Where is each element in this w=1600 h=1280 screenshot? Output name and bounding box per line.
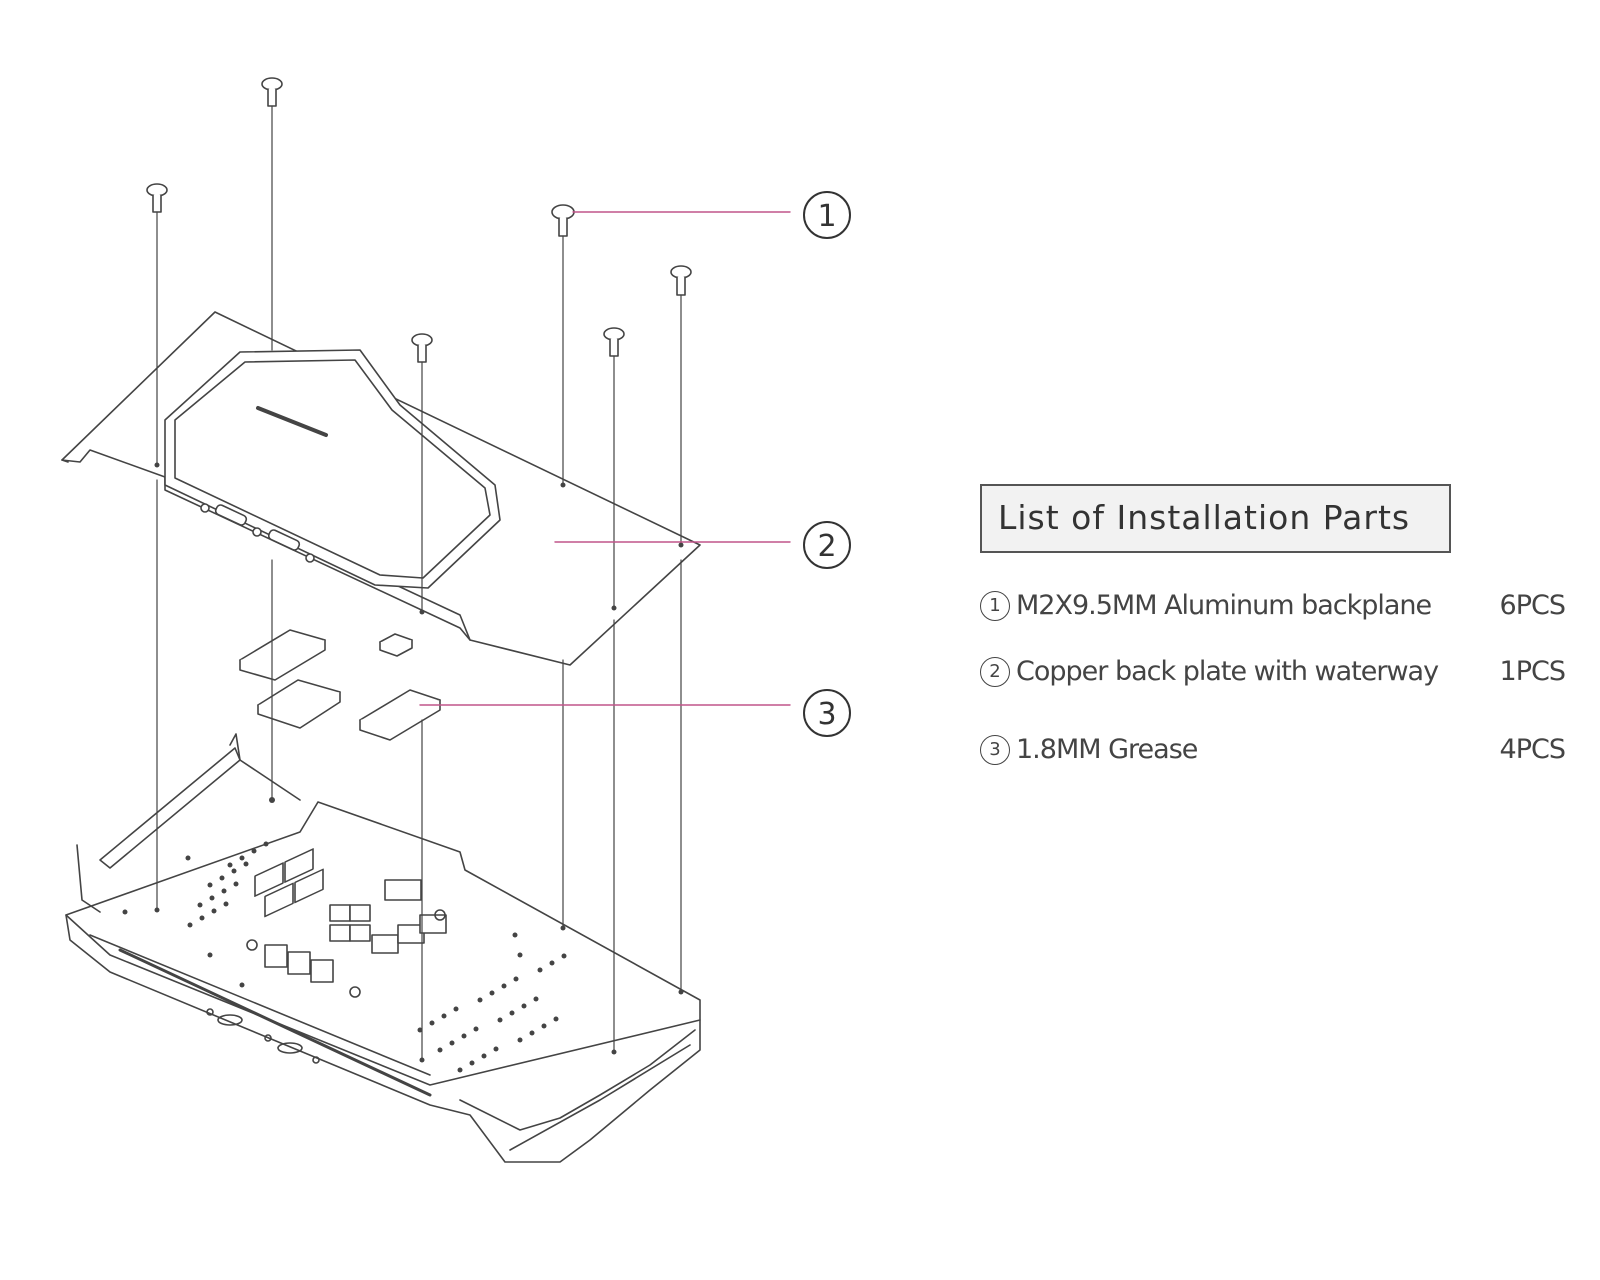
parts-list-item: 3 1.8MM Grease 4PCS <box>980 734 1566 765</box>
screw-axis-lines <box>156 105 682 1061</box>
item-description: 1.8MM Grease <box>1016 734 1198 765</box>
callout-2-number: 2 <box>817 529 836 564</box>
item-description: Copper back plate with waterway <box>1016 656 1439 687</box>
item-number-badge: 2 <box>980 656 1010 687</box>
item-quantity: 6PCS <box>1499 590 1566 621</box>
callout-2-circle <box>803 521 851 569</box>
item-number-badge: 1 <box>980 590 1010 621</box>
callout-3-circle <box>803 689 851 737</box>
callout-1-circle <box>803 191 851 239</box>
item-number-badge: 3 <box>980 734 1010 765</box>
item-quantity: 1PCS <box>1499 656 1566 687</box>
graphics-card <box>65 733 701 1163</box>
item-description: M2X9.5MM Aluminum backplane <box>1016 590 1432 621</box>
callout-1-number: 1 <box>817 199 836 234</box>
callout-circles <box>803 191 851 737</box>
parts-list-item: 2 Copper back plate with waterway 1PCS <box>980 656 1566 687</box>
item-quantity: 4PCS <box>1499 734 1566 765</box>
pcb-dots <box>122 841 567 1073</box>
copper-backplate <box>61 311 701 666</box>
parts-list-title: List of Installation Parts <box>980 484 1451 553</box>
pcb-components <box>246 848 447 998</box>
parts-list-item: 1 M2X9.5MM Aluminum backplane 6PCS <box>980 590 1566 621</box>
leader-lines <box>419 211 791 706</box>
parts-list-panel: List of Installation Parts 1 M2X9.5MM Al… <box>980 484 1566 765</box>
callout-3-number: 3 <box>817 697 836 732</box>
thermal-pads <box>239 629 441 741</box>
